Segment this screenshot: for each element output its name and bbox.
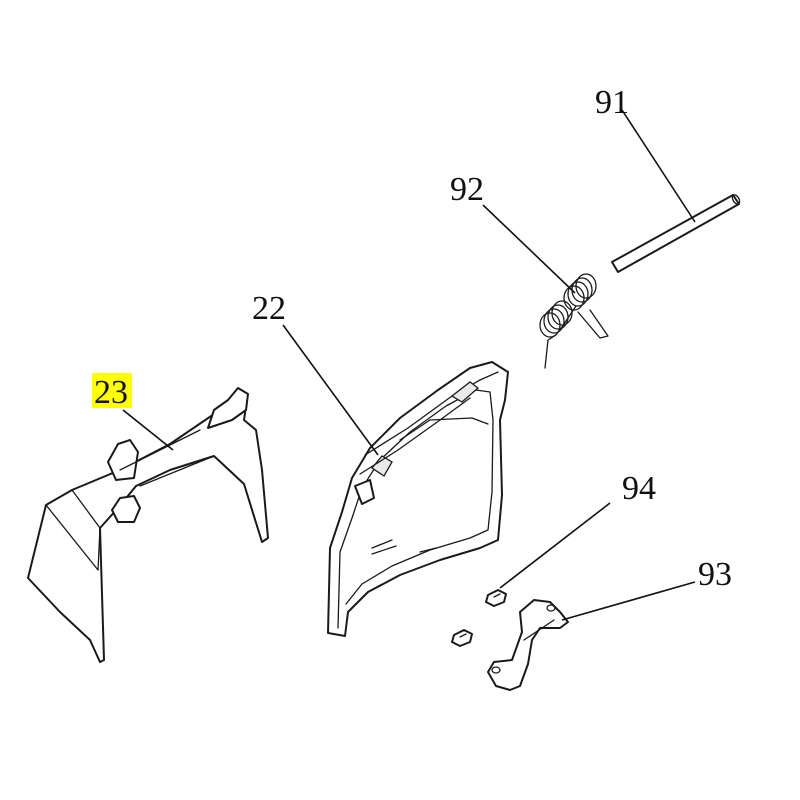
part-93-bracket: [487, 599, 569, 691]
leader-line-22: [282, 324, 379, 456]
part-91-rod: [611, 194, 741, 273]
leader-line-94: [499, 502, 611, 589]
label-93: 93: [698, 556, 732, 593]
part-92-spring: [539, 273, 609, 369]
part-22-door-frame: [327, 361, 509, 637]
label-23-highlight: [92, 373, 132, 408]
leader-line-23: [122, 409, 174, 451]
part-94-screws: [451, 589, 507, 647]
part-23-deflector: [27, 387, 269, 663]
label-94: 94: [622, 470, 656, 507]
leader-line-93: [561, 581, 696, 621]
label-23: 23: [94, 374, 128, 411]
label-92: 92: [450, 171, 484, 208]
label-22: 22: [252, 290, 286, 327]
leader-line-92: [482, 204, 576, 294]
label-91: 91: [595, 84, 629, 121]
leader-lines: [122, 109, 696, 621]
leader-line-91: [621, 109, 696, 223]
